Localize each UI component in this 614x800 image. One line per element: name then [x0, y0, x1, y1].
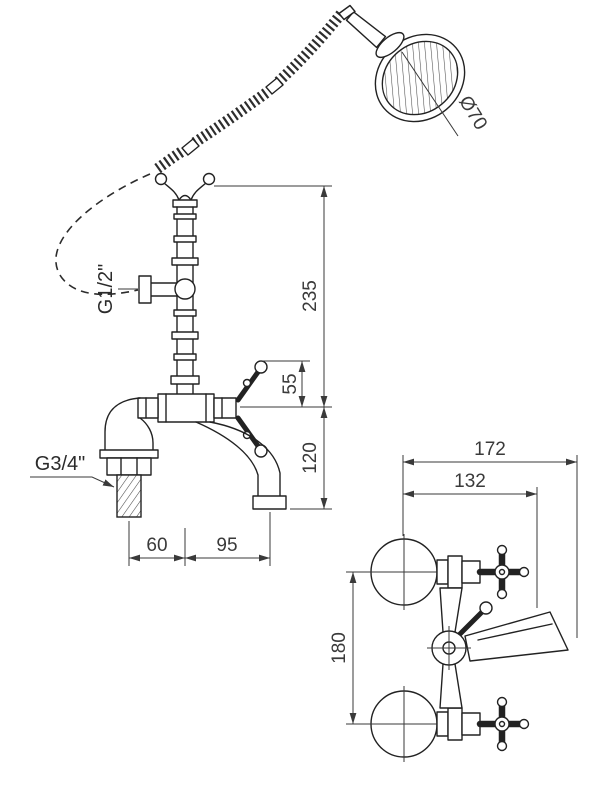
top-view-body [427, 587, 569, 709]
handle-upper [235, 360, 268, 403]
top-view-lower-inlet [366, 686, 530, 762]
front-view: G1/2" [30, 172, 332, 566]
shower-head [374, 31, 466, 123]
shower-handle [338, 4, 387, 49]
tail-thread-callout: G3/4" [30, 453, 115, 488]
dimension-132: 132 [403, 471, 538, 608]
dim-120-label: 120 [300, 442, 321, 474]
spout [195, 421, 287, 510]
shower-diameter-label: Ø70 [454, 92, 491, 134]
dim-180-label: 180 [329, 632, 350, 664]
dim-55-label: 55 [280, 373, 301, 394]
hand-shower: Ø70 [55, 4, 491, 296]
hose-thread-label: G1/2" [95, 264, 117, 314]
handle-lower [235, 415, 268, 458]
shower-holder-fork [154, 172, 216, 208]
riser-column [170, 206, 200, 395]
dim-95-label: 95 [216, 535, 237, 556]
cross-handle-upper [476, 544, 530, 600]
dimension-180: 180 [329, 571, 369, 725]
mixer-body [137, 393, 237, 423]
shower-outlet-tail [99, 397, 159, 518]
shower-hose [55, 10, 346, 296]
dimension-60-95: 60 95 [128, 512, 271, 566]
cross-handle-lower [476, 696, 530, 752]
dim-60-label: 60 [146, 535, 167, 556]
dimension-235: 235 [214, 185, 332, 408]
tail-thread-label: G3/4" [35, 453, 85, 475]
top-view-lever [457, 601, 569, 662]
dimension-55: 55 [260, 360, 310, 407]
dim-132-label: 132 [454, 471, 486, 492]
dim-172-label: 172 [474, 439, 506, 460]
top-view: 172 132 180 [329, 439, 578, 762]
dimension-120: 120 [290, 407, 332, 510]
dim-235-label: 235 [300, 280, 321, 312]
hose-connection-fitting: G1/2" [95, 264, 196, 314]
